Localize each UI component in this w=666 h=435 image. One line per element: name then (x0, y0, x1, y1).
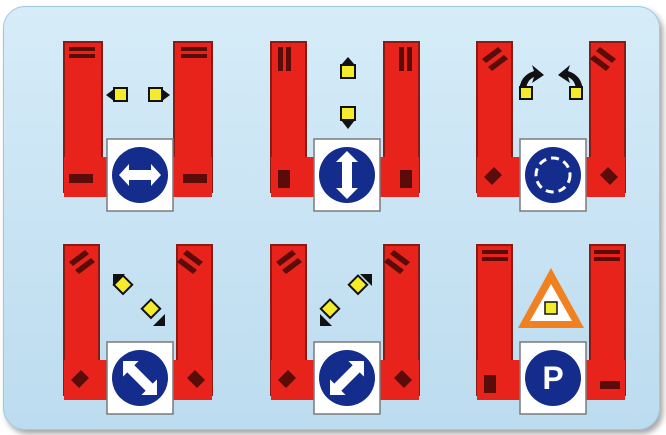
light-up (341, 57, 355, 78)
track-rotate (472, 37, 652, 217)
diagram-left-right (59, 37, 239, 217)
sign-box (107, 139, 173, 211)
track-parking: P (472, 240, 652, 420)
light-diagonal-upper (113, 274, 132, 294)
light-diagonal-upper (349, 274, 372, 294)
light-rotate-left (519, 65, 544, 99)
light-down (341, 107, 355, 129)
light-left (106, 88, 127, 101)
sign-box (314, 139, 380, 211)
track-diagonal-down-left (266, 240, 446, 420)
track-diagonal-down-right (59, 240, 239, 420)
light-diagonal-lower (320, 300, 339, 326)
light-right (149, 88, 170, 101)
parking-icon: P (542, 360, 563, 396)
diagram-up-down (266, 37, 446, 217)
sign-box (107, 342, 173, 414)
track-up-down (266, 37, 446, 217)
warning-triangle-icon (518, 268, 584, 328)
light-diagonal-lower (142, 300, 165, 326)
diagram-rotate (472, 37, 652, 217)
light-rotate-right (558, 65, 583, 99)
track-left-right (59, 37, 239, 217)
diagram-panel: P (3, 6, 660, 430)
diagram-diagonal-down-right (59, 240, 239, 420)
sign-box (314, 342, 380, 414)
sign-box: P (520, 342, 586, 414)
diagram-parking: P (472, 240, 652, 420)
diagram-diagonal-down-left (266, 240, 446, 420)
sign-box (520, 139, 586, 211)
